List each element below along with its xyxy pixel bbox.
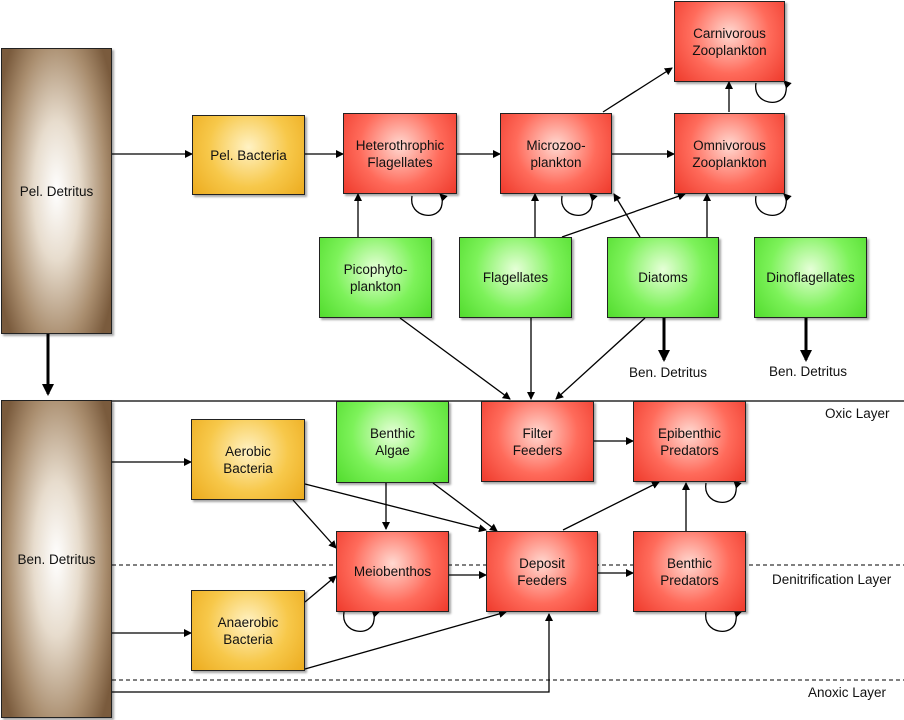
arrow-pico-filter xyxy=(399,317,511,400)
microzooplankton-box: Microzoo- plankton xyxy=(500,113,612,194)
arrow-anaerobic-meio xyxy=(304,575,337,603)
benthic-detritus-label: Ben. Detritus xyxy=(17,551,96,567)
dinoflagellates-sink-label: Ben. Detritus xyxy=(769,364,848,379)
heterotrophic-flagellates-box: Heterothrophic Flagellates xyxy=(343,113,457,194)
selfloop-meio xyxy=(343,609,380,632)
benthic-algae-label: Benthic Algae xyxy=(369,426,416,458)
arrow-aerobic-deposit xyxy=(304,483,487,533)
benthic-detritus-box: Ben. Detritus xyxy=(1,400,112,718)
deposit-feeders-label: Deposit Feeders xyxy=(517,555,567,588)
anoxic-layer-label: Anoxic Layer xyxy=(808,685,887,700)
benthic-algae-box: Benthic Algae xyxy=(336,401,449,483)
arrow-bendetritus-deposit xyxy=(112,613,553,693)
selfloop-omnivzoo xyxy=(755,193,792,216)
arrow-deposit-epibenthic xyxy=(562,481,660,531)
selfloop-carnzoo xyxy=(755,80,792,103)
epibenthic-predators-label: Epibenthic Predators xyxy=(657,425,722,458)
pel-bacteria-box: Pel. Bacteria xyxy=(192,115,305,195)
flagellates-box: Flagellates xyxy=(459,237,572,318)
benthic-predators-label: Benthic Predators xyxy=(660,555,719,588)
flagellates-label: Flagellates xyxy=(482,270,549,285)
aerobic-bacteria-label: Aerobic Bacteria xyxy=(223,443,273,476)
pelagic-detritus-label: Pel. Detritus xyxy=(19,183,94,199)
arrow-anaerobic-deposit xyxy=(304,610,507,670)
anaerobic-bacteria-label: Anaerobic Bacteria xyxy=(217,614,279,647)
epibenthic-predators-box: Epibenthic Predators xyxy=(633,401,746,482)
meiobenthos-box: Meiobenthos xyxy=(336,531,449,612)
picophytoplankton-box: Picophyto- plankton xyxy=(319,237,432,318)
heterotrophic-flagellates-label: Heterothrophic Flagellates xyxy=(355,137,445,170)
diatoms-label: Diatoms xyxy=(638,270,688,285)
arrow-diatoms-filter xyxy=(555,317,646,400)
omnivorous-zooplankton-box: Omnivorous Zooplankton xyxy=(674,113,785,194)
omnivorous-zooplankton-label: Omnivorous Zooplankton xyxy=(692,137,767,170)
anaerobic-bacteria-box: Anaerobic Bacteria xyxy=(191,590,305,671)
meiobenthos-label: Meiobenthos xyxy=(353,564,432,579)
selfloop-microzoo xyxy=(561,193,598,216)
pelagic-detritus-box: Pel. Detritus xyxy=(1,48,112,334)
filter-feeders-box: Filter Feeders xyxy=(481,401,594,482)
aerobic-bacteria-box: Aerobic Bacteria xyxy=(191,419,305,500)
arrow-diatoms-microzoo xyxy=(613,193,641,238)
carnivorous-zooplankton-label: Carnivorous Zooplankton xyxy=(692,25,767,58)
oxic-layer-label: Oxic Layer xyxy=(825,406,890,421)
dinoflagellates-label: Dinoflagellates xyxy=(766,270,855,285)
benthic-predators-box: Benthic Predators xyxy=(633,531,746,612)
arrow-flag-omnivzoo xyxy=(561,192,686,238)
dinoflagellates-box: Dinoflagellates xyxy=(754,237,867,318)
deposit-feeders-box: Deposit Feeders xyxy=(486,531,598,612)
arrow-microzoo-carnzoo xyxy=(602,67,673,113)
diatoms-sink-label: Ben. Detritus xyxy=(629,365,708,380)
denitrification-layer-label: Denitrification Layer xyxy=(772,572,892,587)
picophytoplankton-label: Picophyto- plankton xyxy=(343,261,408,294)
arrow-aerobic-meio xyxy=(292,499,337,549)
selfloop-hetflag xyxy=(411,193,448,216)
arrow-algae-deposit xyxy=(432,482,498,532)
carnivorous-zooplankton-box: Carnivorous Zooplankton xyxy=(674,1,785,82)
microzooplankton-label: Microzoo- plankton xyxy=(526,137,586,170)
selfloop-benthicpred xyxy=(705,609,742,632)
diatoms-box: Diatoms xyxy=(607,237,719,318)
filter-feeders-label: Filter Feeders xyxy=(512,425,563,458)
selfloop-epibenthic xyxy=(705,480,742,503)
pel-bacteria-label: Pel. Bacteria xyxy=(210,147,287,163)
